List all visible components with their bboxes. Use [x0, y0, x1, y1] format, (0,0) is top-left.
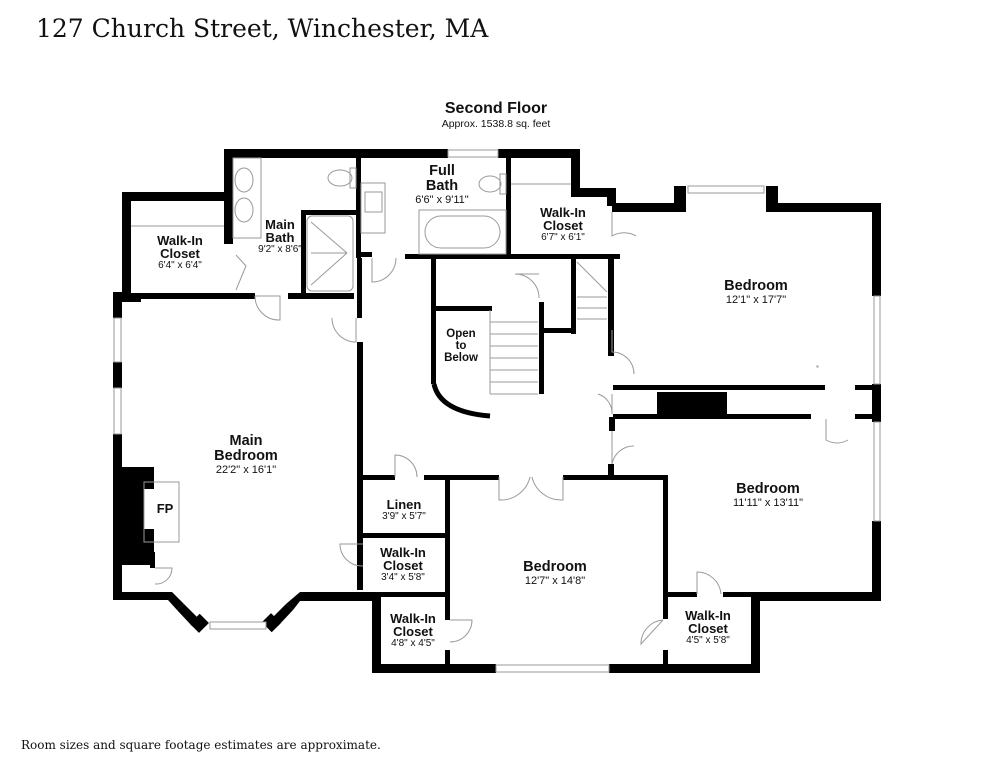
room-label-linen: Linen 3'9" x 5'7"	[382, 497, 426, 522]
floor-heading: Second Floor Approx. 1538.8 sq. feet	[396, 100, 596, 131]
fixtures-and-doors	[113, 149, 881, 673]
room-label-walkin-closet-sw: Walk-In Closet 4'8" x 4'5"	[390, 611, 436, 649]
room-label-walkin-closet-ne: Walk-In Closet 6'7" x 6'1"	[540, 205, 586, 243]
room-label-walkin-closet-mid: Walk-In Closet 3'4" x 5'8"	[380, 545, 426, 583]
interior-walls	[122, 158, 873, 670]
room-label-main-bedroom: Main Bedroom 22'2" x 16'1"	[214, 433, 278, 477]
room-label-walkin-closet-se: Walk-In Closet 4'5" x 5'8"	[685, 608, 731, 646]
room-label-full-bath: Full Bath 6'6" x 9'11"	[415, 163, 469, 207]
fireplace-label: FP	[156, 501, 174, 516]
disclaimer-text: Room sizes and square footage estimates …	[21, 738, 381, 752]
room-label-bedroom-s: Bedroom 12'7" x 14'8"	[523, 559, 587, 588]
floor-area: Approx. 1538.8 sq. feet	[441, 118, 551, 130]
room-label-bedroom-e: Bedroom 11'11" x 13'11"	[732, 481, 804, 510]
room-label-walkin-closet-main: Walk-In Closet 6'4" x 6'4"	[157, 233, 203, 271]
exterior-walls	[113, 149, 881, 673]
property-address-title: 127 Church Street, Winchester, MA	[36, 14, 489, 43]
room-label-open-to-below: Open to Below	[444, 328, 478, 364]
room-label-main-bath: Main Bath 9'2" x 8'6"	[258, 217, 302, 255]
room-label-bedroom-ne: Bedroom 12'1" x 17'7"	[724, 278, 788, 307]
floor-name: Second Floor	[444, 100, 548, 117]
